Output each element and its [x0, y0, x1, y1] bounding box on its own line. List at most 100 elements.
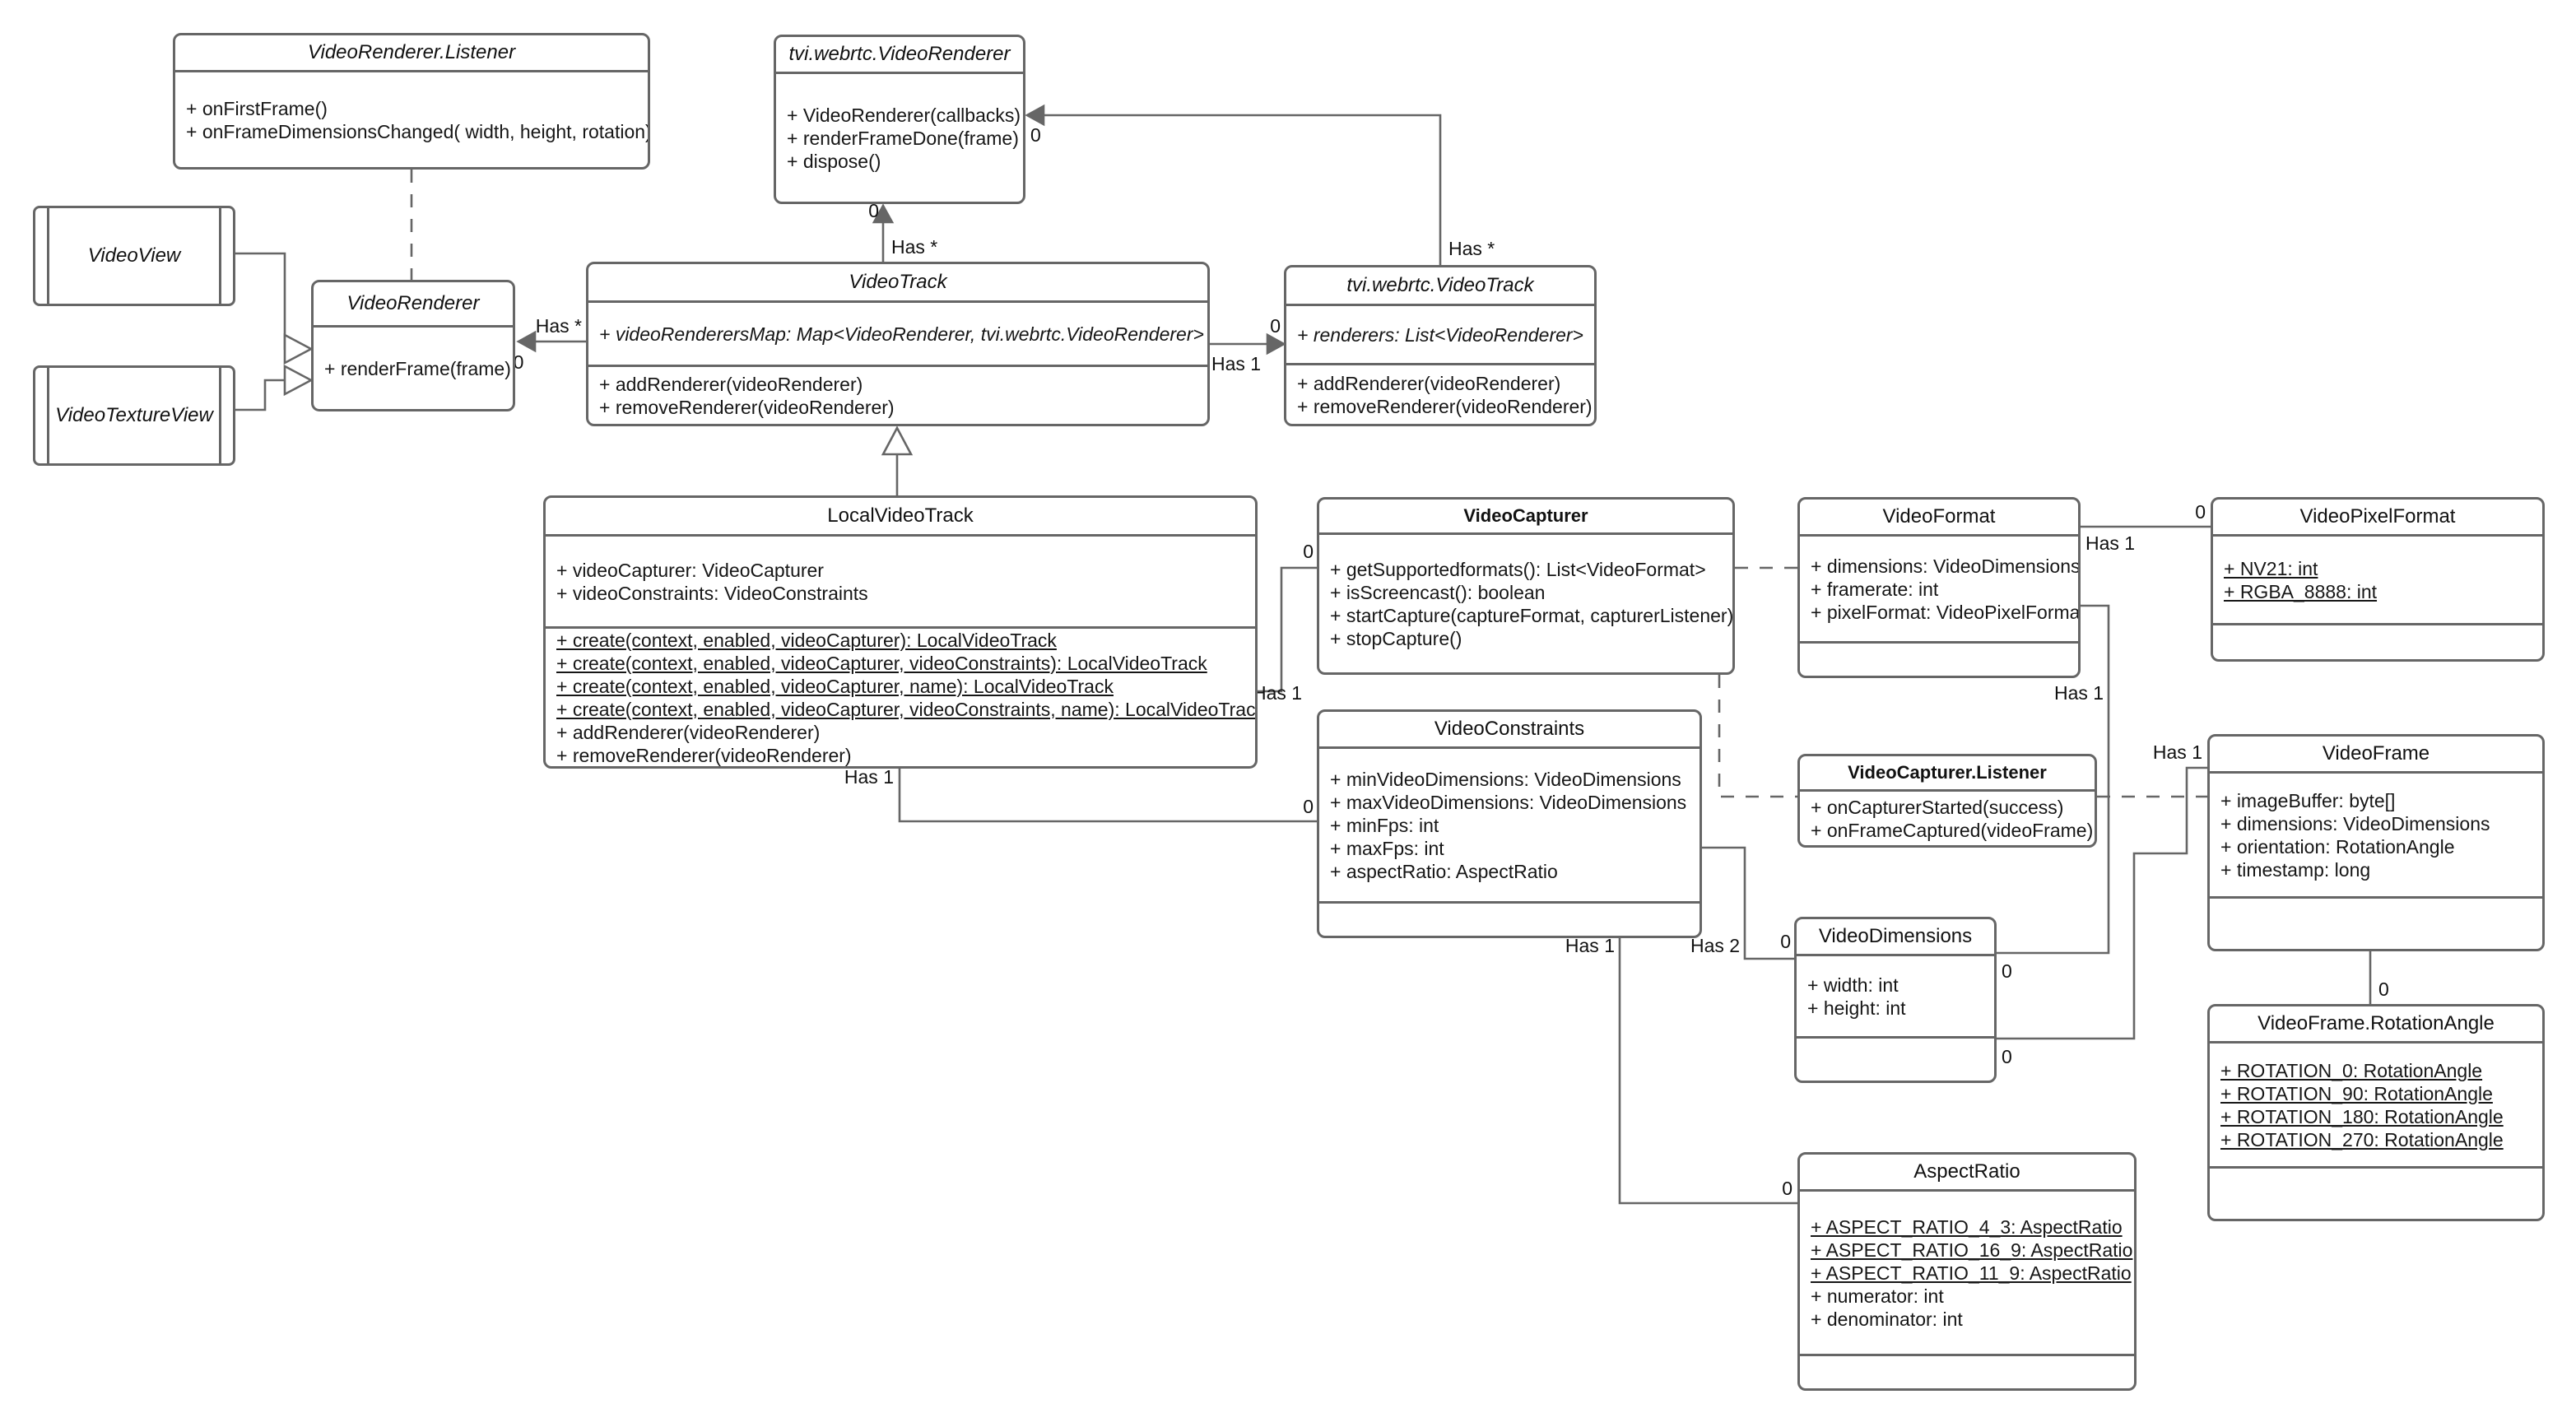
class-box-video-capturer[interactable]: VideoCapturer + getSupportedformats(): Li…	[1317, 497, 1735, 675]
class-member: + numerator: int	[1811, 1285, 1944, 1307]
class-title: VideoDimensions	[1818, 925, 1973, 947]
association-label: Has 1	[1211, 353, 1261, 374]
class-title: VideoTextureView	[55, 404, 213, 426]
class-box-video-pixel-format[interactable]: VideoPixelFormat+ NV21: int+ RGBA_8888: …	[2211, 497, 2545, 662]
class-member: + maxVideoDimensions: VideoDimensions	[1330, 791, 1687, 813]
edge-videoview-to-videorenderer[interactable]	[235, 252, 286, 351]
class-title: VideoRenderer	[346, 292, 480, 314]
class-member: + ROTATION_270: RotationAngle	[2220, 1128, 2504, 1150]
methods-compartment: + renderFrame(frame)	[314, 325, 513, 409]
class-title: LocalVideoTrack	[827, 504, 974, 527]
class-member: + VideoRenderer(callbacks)	[787, 104, 1021, 126]
class-member: + renderFrame(frame)	[324, 357, 511, 379]
attributes-compartment: + ASPECT_RATIO_4_3: AspectRatio+ ASPECT_…	[1800, 1189, 2134, 1354]
class-member: + create(context, enabled, videoCapturer…	[556, 698, 1255, 720]
attributes-compartment: + dimensions: VideoDimensions+ framerate…	[1800, 534, 2078, 641]
association-label: Has 1	[1253, 682, 1302, 704]
attributes-compartment: + minVideoDimensions: VideoDimensions+ m…	[1319, 746, 1700, 901]
class-box-video-dimensions[interactable]: VideoDimensions + width: int+ height: int	[1794, 917, 1997, 1083]
class-title: VideoRenderer.Listener	[307, 41, 516, 63]
edge-videoconstraints-to-videodimensions[interactable]	[1702, 846, 1794, 960]
edge-localvideotrack-to-videoconstraints[interactable]	[898, 769, 1317, 823]
class-member: + minVideoDimensions: VideoDimensions	[1330, 768, 1681, 790]
class-member: + isScreencast(): boolean	[1330, 581, 1546, 603]
class-member: + addRenderer(videoRenderer)	[556, 721, 821, 743]
methods-compartment	[2210, 1166, 2542, 1219]
class-box-video-format[interactable]: VideoFormat+ dimensions: VideoDimensions…	[1797, 497, 2081, 678]
class-member: + ASPECT_RATIO_4_3: AspectRatio	[1811, 1215, 2123, 1238]
class-member: + height: int	[1807, 997, 1906, 1019]
class-title: VideoFrame	[2322, 742, 2430, 765]
class-member: + ASPECT_RATIO_16_9: AspectRatio	[1811, 1239, 2133, 1261]
multiplicity-label: 0	[1782, 1178, 1793, 1199]
class-member: + onCapturerStarted(success)	[1811, 796, 2064, 818]
edge-videoformat-to-videodimensions[interactable]	[1997, 604, 2110, 955]
class-member: + create(context, enabled, videoCapturer…	[556, 652, 1207, 674]
class-box-video-track[interactable]: VideoTrack+ videoRenderersMap: Map<Video…	[586, 262, 1210, 426]
class-box-video-view[interactable]: VideoView	[33, 206, 235, 306]
class-member: + removeRenderer(videoRenderer)	[599, 396, 895, 418]
multiplicity-label: 0	[1780, 931, 1791, 952]
methods-compartment: + getSupportedformats(): List<VideoForma…	[1319, 532, 1732, 672]
class-title: VideoCapturer.Listener	[1848, 762, 2047, 783]
generalization-arrowhead-videoview-to-videorenderer	[283, 332, 314, 365]
class-member: + stopCapture()	[1330, 627, 1462, 649]
class-title: VideoCapturer	[1463, 505, 1588, 526]
class-box-local-video-track[interactable]: LocalVideoTrack+ videoCapturer: VideoCap…	[543, 495, 1258, 769]
edge-webrtctrack-to-webrtcrenderer[interactable]	[1043, 114, 1442, 265]
process-bar	[219, 368, 221, 463]
class-box-aspect-ratio[interactable]: AspectRatio + ASPECT_RATIO_4_3: AspectRat…	[1797, 1152, 2137, 1391]
class-title: VideoPixelFormat	[2299, 505, 2456, 528]
class-box-webrtc-video-track[interactable]: tvi.webrtc.VideoTrack+ renderers: List<V…	[1284, 265, 1597, 426]
association-label: Has 1	[2153, 741, 2202, 763]
class-member: + dimensions: VideoDimensions	[2220, 812, 2490, 834]
attributes-compartment: + width: int+ height: int	[1797, 954, 1994, 1036]
class-member: + RGBA_8888: int	[2224, 580, 2378, 602]
multiplicity-label: 0	[2195, 501, 2206, 523]
class-member: + onFrameCaptured(videoFrame)	[1811, 819, 2094, 841]
multiplicity-label: 0	[1303, 796, 1314, 817]
edge-videotextureview-to-videorenderer[interactable]	[235, 379, 286, 411]
class-title: tvi.webrtc.VideoRenderer	[788, 43, 1011, 65]
multiplicity-label: 0	[868, 200, 879, 221]
class-member: + create(context, enabled, videoCapturer…	[556, 675, 1114, 697]
association-label: Has 2	[1690, 935, 1740, 956]
class-box-video-frame-rotation-angle[interactable]: VideoFrame.RotationAngle+ ROTATION_0: Ro…	[2207, 1004, 2545, 1221]
edge-videoconstraints-to-aspectratio[interactable]	[1618, 938, 1797, 1205]
class-member: + imageBuffer: byte[]	[2220, 789, 2396, 811]
generalization-arrowhead-videotextureview-to-videorenderer	[283, 364, 314, 397]
edge-videoframe-to-videodimensions[interactable]	[1997, 766, 2207, 1040]
class-member: + addRenderer(videoRenderer)	[1297, 372, 1561, 394]
class-member: + dimensions: VideoDimensions	[1811, 555, 2078, 577]
class-member: + orientation: RotationAngle	[2220, 835, 2455, 858]
class-member: + maxFps: int	[1330, 837, 1444, 859]
arrowhead-videotrack-to-videorenderer	[516, 330, 537, 353]
class-box-video-renderer[interactable]: VideoRenderer + renderFrame(frame)	[311, 280, 515, 411]
class-box-video-frame[interactable]: VideoFrame + imageBuffer: byte[]+ dimensi…	[2207, 734, 2545, 951]
association-label: Has 1	[2085, 532, 2135, 554]
attributes-compartment: + ROTATION_0: RotationAngle+ ROTATION_90…	[2210, 1041, 2542, 1166]
class-box-webrtc-video-renderer[interactable]: tvi.webrtc.VideoRenderer + VideoRenderer(…	[774, 35, 1025, 204]
generalization-arrowhead-localvideotrack-to-videotrack	[881, 425, 914, 456]
class-member: + removeRenderer(videoRenderer)	[556, 744, 852, 766]
attributes-compartment: + imageBuffer: byte[]+ dimensions: Video…	[2210, 771, 2542, 896]
class-member: + width: int	[1807, 974, 1899, 996]
edge-localvideotrack-to-videocapturer[interactable]	[1258, 566, 1317, 693]
multiplicity-label: 0	[2002, 960, 2012, 982]
class-box-video-constraints[interactable]: VideoConstraints+ minVideoDimensions: Vi…	[1317, 709, 1702, 938]
association-label: Has *	[891, 236, 937, 258]
class-member: + onFirstFrame()	[186, 97, 328, 119]
methods-compartment: + onFirstFrame()+ onFrameDimensionsChang…	[175, 70, 648, 167]
methods-compartment	[2213, 623, 2542, 659]
class-box-video-capturer-listener[interactable]: VideoCapturer.Listener + onCapturerStarte…	[1797, 754, 2097, 848]
methods-compartment: + addRenderer(videoRenderer)+ removeRend…	[1286, 363, 1594, 424]
class-box-video-renderer-listener[interactable]: VideoRenderer.Listener + onFirstFrame()+ …	[173, 33, 650, 170]
class-member: + addRenderer(videoRenderer)	[599, 373, 863, 395]
class-title: AspectRatio	[1913, 1160, 2020, 1183]
edge-videocapturer-to-capturerlistener[interactable]	[1718, 675, 1797, 798]
association-label: Has *	[536, 315, 582, 337]
class-box-video-texture-view[interactable]: VideoTextureView	[33, 365, 235, 466]
class-member: + denominator: int	[1811, 1308, 1963, 1330]
multiplicity-label: 0	[1303, 541, 1314, 562]
